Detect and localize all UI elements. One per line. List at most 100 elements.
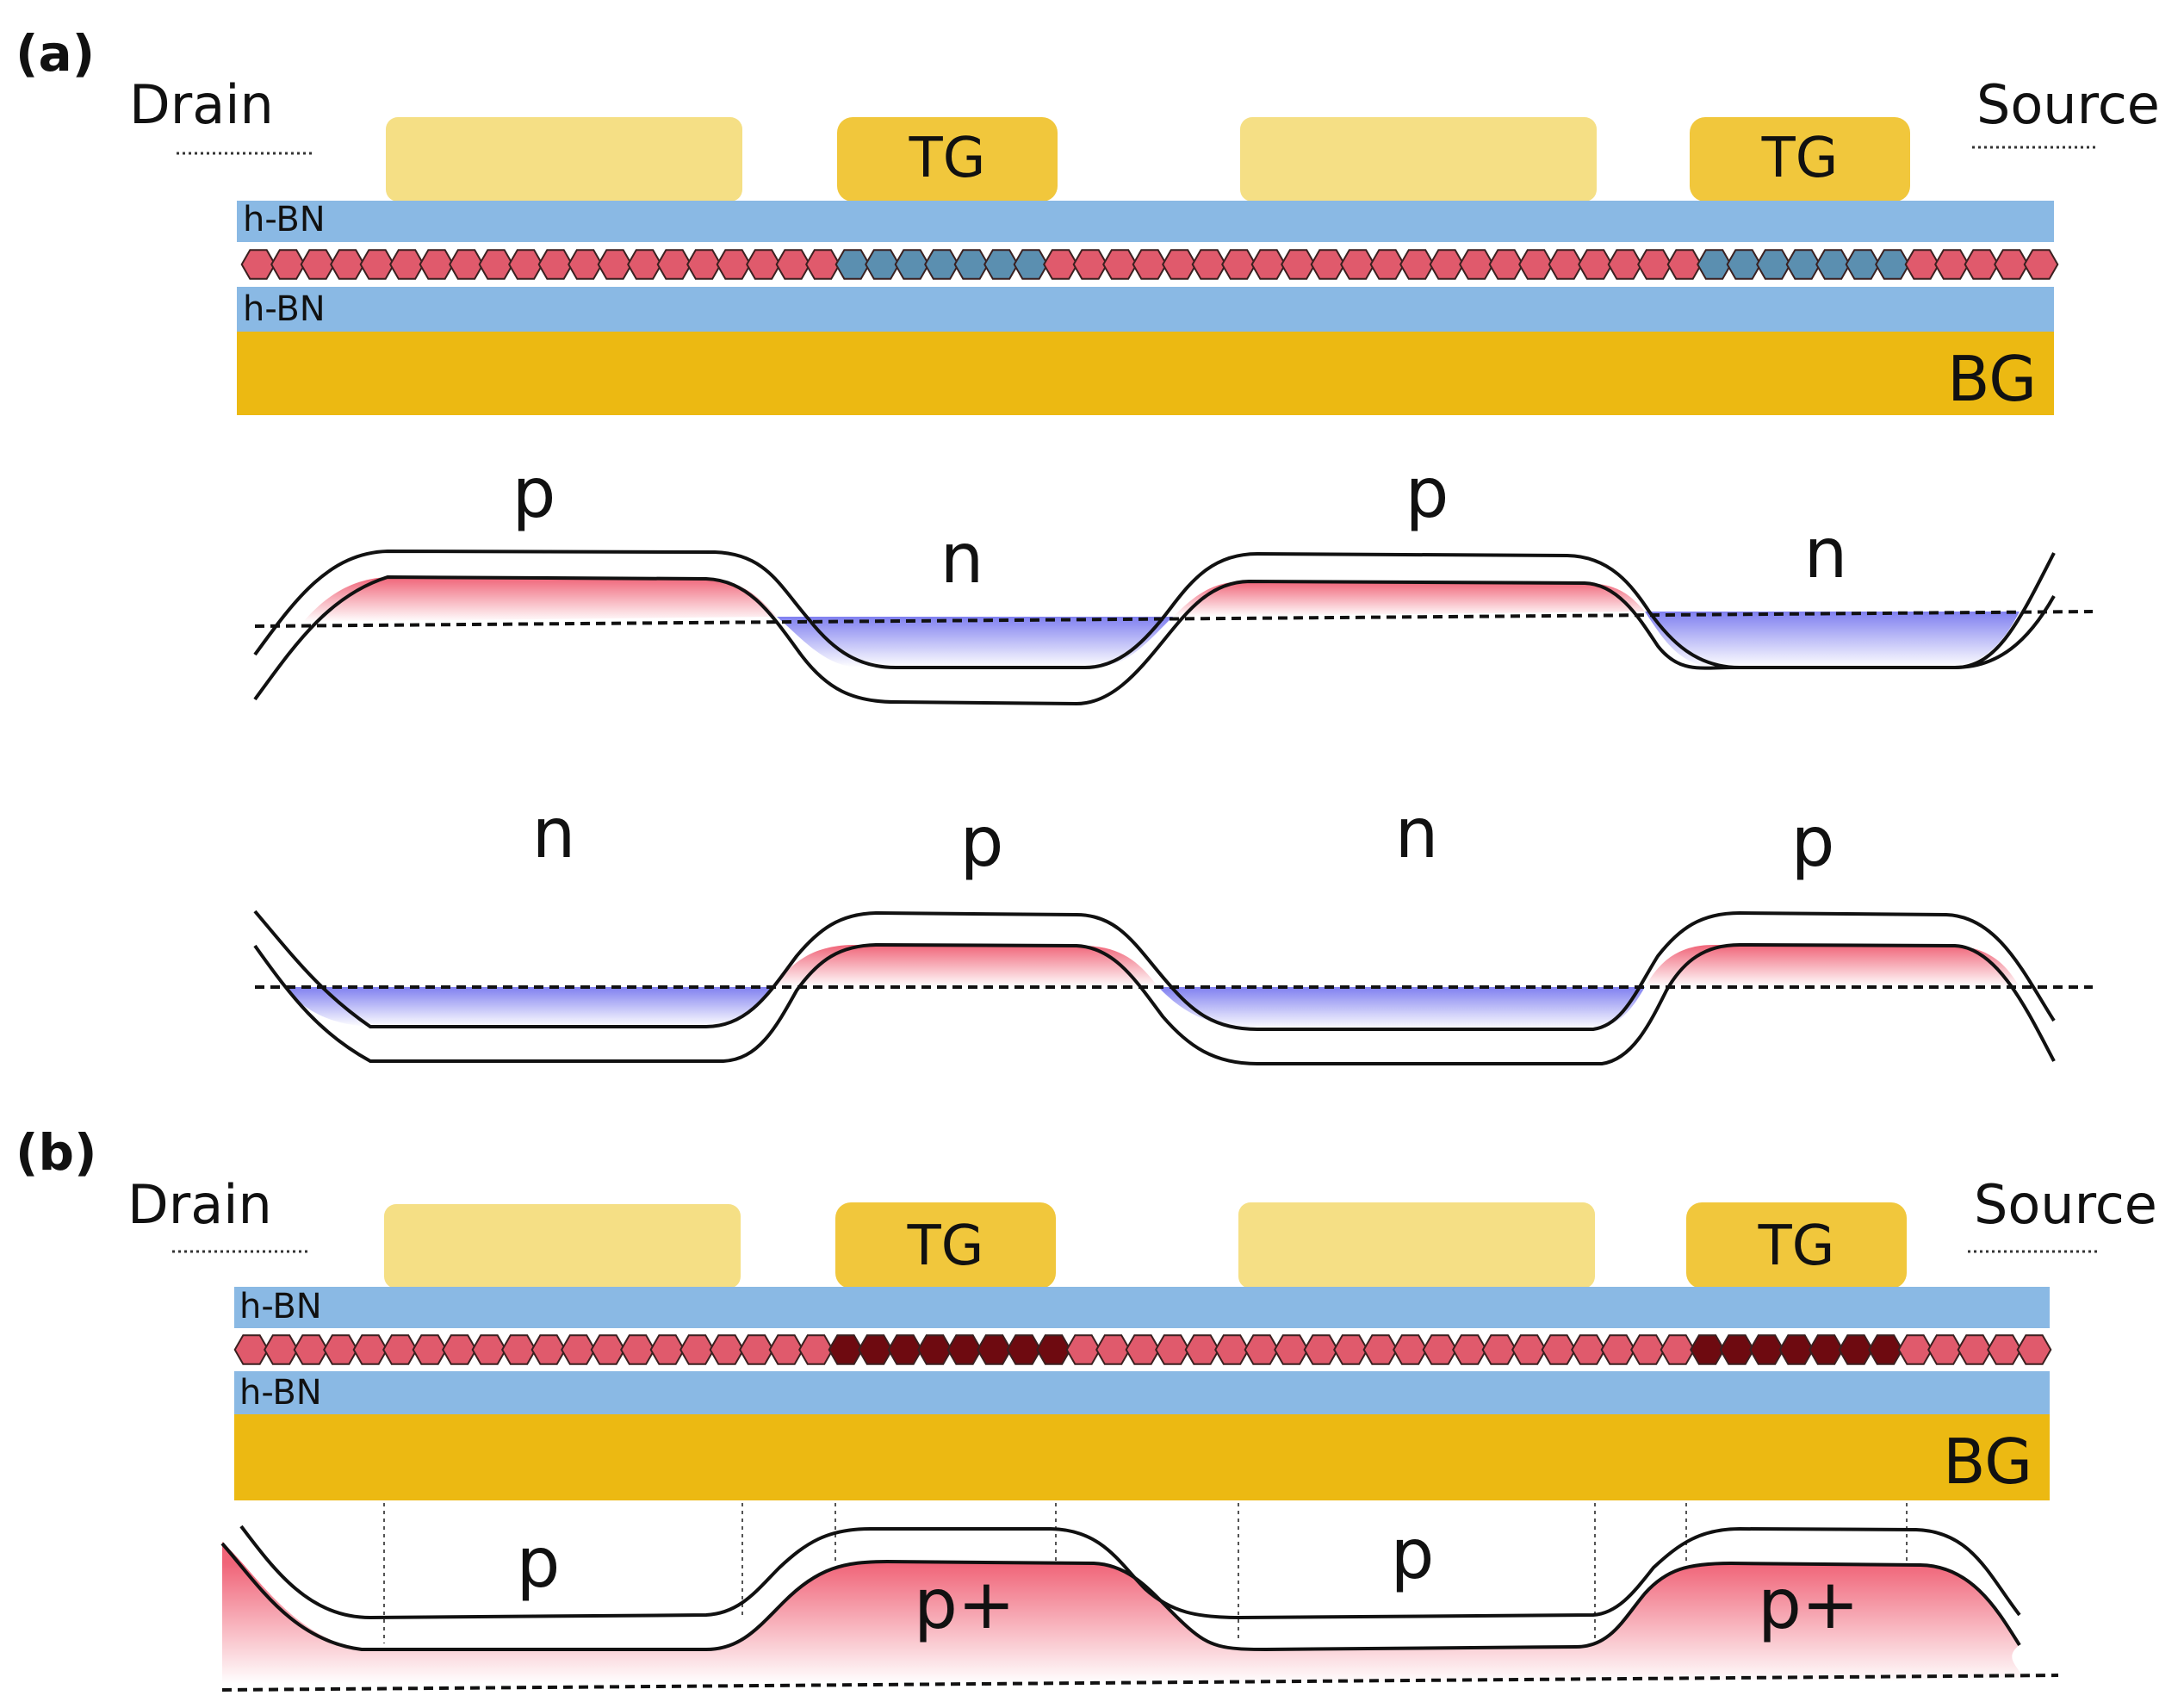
graphene-hexagon bbox=[419, 249, 455, 280]
graphene-hexagon bbox=[1838, 1334, 1874, 1365]
graphene-hexagon bbox=[1927, 1334, 1963, 1365]
n-fill-a1-1 bbox=[777, 617, 1173, 668]
n-fill-a1-2 bbox=[1645, 612, 2020, 668]
graphene-hexagon bbox=[798, 1334, 834, 1365]
graphene-hexagon bbox=[1333, 1334, 1368, 1365]
graphene-hexagon bbox=[1006, 1334, 1042, 1365]
graphene-hexagon bbox=[828, 1334, 864, 1365]
band-profile-b: p p+ p p+ bbox=[220, 1514, 2059, 1692]
graphene-hexagon bbox=[389, 249, 425, 280]
graphene-hexagon bbox=[1303, 1334, 1339, 1365]
graphene-hexagon bbox=[1452, 1334, 1487, 1365]
graphene-hexagon bbox=[501, 1334, 537, 1365]
region-a1-3: p bbox=[1405, 453, 1449, 533]
panel-b-label: (b) bbox=[16, 1123, 97, 1182]
region-b-3: p bbox=[1391, 1514, 1435, 1594]
graphene-hexagon bbox=[1102, 249, 1138, 280]
conduction-band-a2 bbox=[253, 910, 2056, 1031]
graphene-hexagon bbox=[1065, 1334, 1101, 1365]
graphene-hexagon bbox=[1488, 249, 1524, 280]
hbn-bottom-b bbox=[234, 1371, 2050, 1414]
graphene-hexagon bbox=[977, 1334, 1012, 1365]
graphene-hexagon bbox=[359, 249, 395, 280]
graphene-hexagon bbox=[739, 1334, 774, 1365]
graphene-hexagon bbox=[352, 1334, 388, 1365]
graphene-hexagon bbox=[1281, 249, 1316, 280]
region-a1-4: n bbox=[1804, 513, 1848, 593]
graphene-hexagon bbox=[1362, 1334, 1399, 1365]
graphene-hexagon bbox=[953, 249, 990, 280]
graphene-hexagon bbox=[746, 249, 781, 280]
valence-band-a2 bbox=[253, 942, 2056, 1065]
graphene-hexagon bbox=[1162, 249, 1197, 280]
region-b-4: p+ bbox=[1758, 1564, 1859, 1644]
hbn-bottom-a bbox=[237, 287, 2054, 332]
graphene-hexagon bbox=[1666, 249, 1703, 280]
graphene-hexagon bbox=[686, 249, 722, 280]
graphene-hexagon bbox=[1214, 1334, 1250, 1365]
graphene-hexagon bbox=[1719, 1334, 1755, 1365]
graphene-hexagon bbox=[1340, 249, 1375, 280]
graphene-hexagon bbox=[264, 1334, 299, 1365]
graphene-hexagon bbox=[1541, 1334, 1577, 1365]
drain-label-a: Drain bbox=[129, 73, 274, 136]
graphene-hexagon bbox=[1429, 249, 1465, 280]
graphene-hexagon bbox=[709, 1334, 745, 1365]
graphene-layer-b bbox=[233, 1334, 2052, 1365]
back-gate-b-label: BG bbox=[1943, 1425, 2032, 1498]
valence-band-b bbox=[220, 1542, 2021, 1652]
p-fill-a2-2 bbox=[1645, 945, 2020, 987]
n-fill-a2-2 bbox=[1158, 987, 1645, 1029]
graphene-hexagon bbox=[1548, 249, 1584, 280]
top-gate-a-2-label: TG bbox=[1761, 127, 1839, 190]
graphene-hexagon bbox=[478, 249, 514, 280]
graphene-hexagon bbox=[1250, 249, 1287, 280]
graphene-hexagon bbox=[1578, 249, 1613, 280]
graphene-hexagon bbox=[1785, 249, 1821, 280]
graphene-hexagon bbox=[1481, 1334, 1517, 1365]
graphene-hexagon bbox=[1726, 249, 1762, 280]
graphene-hexagon bbox=[508, 249, 543, 280]
graphene-hexagon bbox=[858, 1334, 893, 1365]
graphene-hexagon bbox=[293, 1334, 329, 1365]
graphene-hexagon bbox=[894, 249, 930, 280]
graphene-hexagon bbox=[1934, 249, 1970, 280]
graphene-hexagon bbox=[1393, 1334, 1428, 1365]
graphene-hexagon bbox=[1191, 249, 1227, 280]
graphene-hexagon bbox=[620, 1334, 655, 1365]
graphene-hexagon bbox=[1221, 249, 1256, 280]
region-a1-1: p bbox=[512, 453, 556, 533]
graphene-hexagon bbox=[1459, 249, 1494, 280]
graphene-hexagon bbox=[1155, 1334, 1190, 1365]
p-fill-a2-1 bbox=[773, 945, 1158, 987]
graphene-hexagon bbox=[917, 1334, 952, 1365]
graphene-hexagon bbox=[983, 249, 1019, 280]
graphene-hexagon bbox=[330, 249, 365, 280]
graphene-hexagon bbox=[1875, 249, 1910, 280]
graphene-hexagon bbox=[1184, 1334, 1220, 1365]
graphene-hexagon bbox=[561, 1334, 596, 1365]
n-fill-a2-1 bbox=[284, 987, 773, 1027]
graphene-hexagon bbox=[1637, 249, 1672, 280]
valence-band-a1 bbox=[253, 575, 2056, 706]
graphene-hexagon bbox=[887, 1334, 923, 1365]
source-label-b: Source bbox=[1974, 1173, 2157, 1236]
gate-edge-guides bbox=[383, 1503, 1908, 1643]
graphene-hexagon bbox=[679, 1334, 715, 1365]
graphene-hexagon bbox=[590, 1334, 626, 1365]
graphene-hexagon bbox=[768, 1334, 804, 1365]
region-a2-3: n bbox=[1395, 793, 1439, 873]
region-b-2: p+ bbox=[914, 1564, 1015, 1644]
graphene-hexagon bbox=[597, 249, 633, 280]
panel-a-label: (a) bbox=[16, 24, 95, 83]
graphene-hexagon bbox=[471, 1334, 507, 1365]
top-gate-b-1-label: TG bbox=[907, 1214, 984, 1278]
panel-b: (b) Drain Source TG TG h-BN h-BN BG bbox=[16, 1123, 2157, 1692]
hbn-top-a-label: h-BN bbox=[243, 200, 326, 239]
hbn-bottom-b-label: h-BN bbox=[239, 1373, 322, 1413]
graphene-hexagon bbox=[2016, 1334, 2052, 1365]
graphene-hexagon bbox=[805, 249, 841, 280]
graphene-hexagon bbox=[1778, 1334, 1815, 1365]
graphene-hexagon bbox=[240, 249, 276, 280]
